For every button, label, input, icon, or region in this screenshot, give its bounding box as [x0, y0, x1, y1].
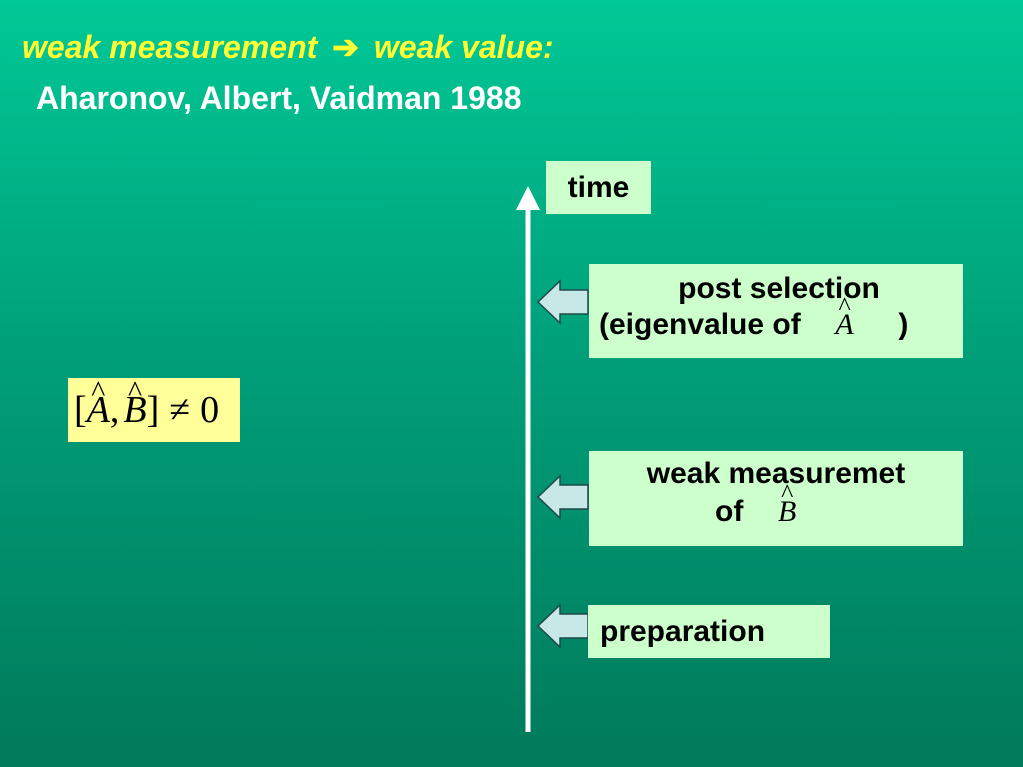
time-label: time — [546, 161, 651, 214]
commutator-operator-b: ^B — [123, 375, 147, 442]
title-weak-value: weak value: — [373, 29, 554, 65]
slide-title: weak measurement ➔ weak value: — [22, 28, 554, 66]
post-selection-detail: (eigenvalue of ^A ) — [589, 292, 963, 342]
operator-a-hat: ^A — [835, 292, 854, 342]
zero-value: 0 — [200, 389, 220, 431]
operator-b-hat: ^B — [778, 479, 797, 529]
hat-symbol: ^ — [781, 479, 794, 508]
close-bracket: ] — [146, 389, 160, 431]
slide-subtitle: Aharonov, Albert, Vaidman 1988 — [36, 80, 522, 116]
weak-measurement-title: weak measuremet — [646, 457, 906, 490]
commutator-b-letter: B — [123, 389, 147, 431]
weak-measurement-pointer-arrow — [536, 474, 589, 520]
weak-measurement-prefix: of — [715, 495, 744, 528]
post-selection-prefix: (eigenvalue of — [599, 308, 801, 341]
post-selection-box: post selection (eigenvalue of ^A ) — [589, 264, 963, 358]
preparation-box: preparation — [588, 605, 830, 658]
commutator-operator-a: ^A — [86, 375, 110, 442]
comma: , — [109, 389, 120, 431]
commutator-box: [^A,^B]≠0 — [68, 375, 240, 442]
post-selection-pointer-arrow — [536, 279, 589, 325]
not-equal-sign: ≠ — [169, 389, 191, 431]
weak-measurement-box: weak measuremet of ^B — [589, 451, 963, 546]
operator-b-letter: B — [778, 495, 797, 528]
weak-measurement-detail: of ^B — [589, 479, 963, 529]
open-bracket: [ — [74, 389, 87, 431]
hat-symbol: ^ — [838, 292, 851, 321]
preparation-pointer-arrow — [536, 603, 589, 649]
operator-a-letter: A — [835, 308, 854, 341]
post-selection-suffix: ) — [898, 308, 909, 341]
post-selection-title: post selection — [678, 272, 880, 305]
hat-symbol: ^ — [91, 375, 106, 408]
hat-symbol: ^ — [127, 375, 143, 408]
commutator-a-letter: A — [86, 389, 110, 431]
right-arrow-icon: ➔ — [332, 29, 359, 65]
title-weak-measurement: weak measurement — [22, 29, 318, 65]
time-axis-arrowhead — [516, 186, 540, 210]
